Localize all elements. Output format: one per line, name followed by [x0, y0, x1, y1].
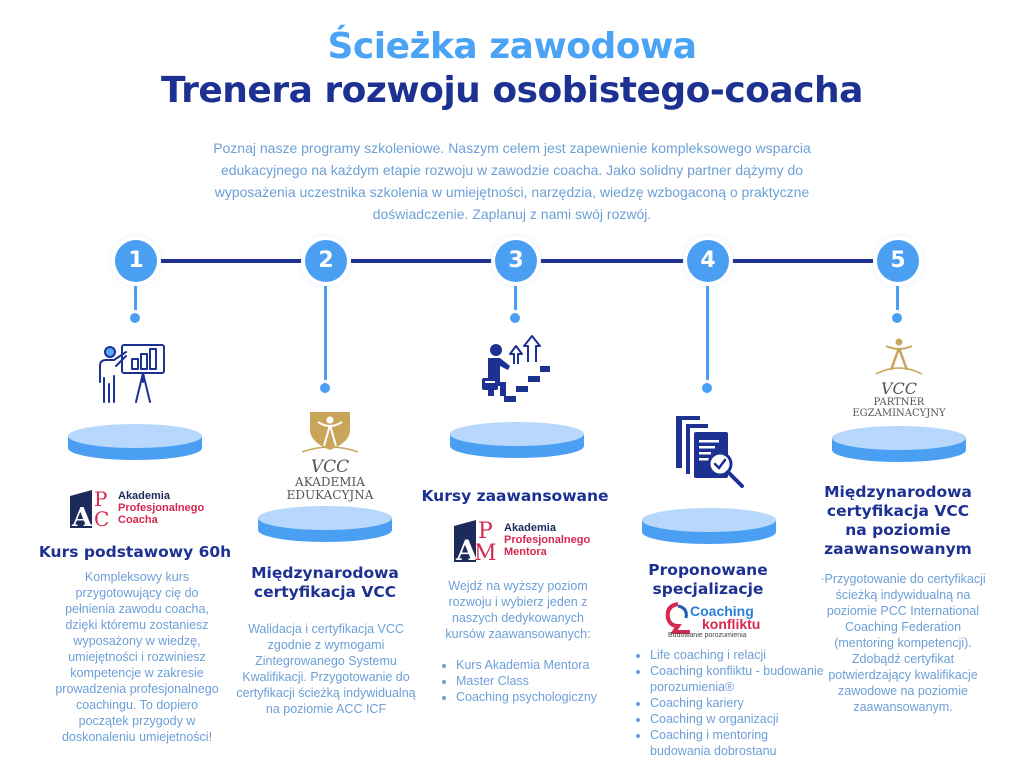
svg-text:M: M	[474, 541, 497, 562]
step-4-title: Proponowane specjalizacje	[648, 561, 768, 598]
head-silhouette-icon	[665, 602, 690, 634]
svg-text:A: A	[455, 534, 479, 562]
step-5-description: ·Przygotowanie do certyfikacji ścieżką i…	[820, 572, 986, 714]
podium-platform-1	[68, 424, 202, 460]
step-4-badge: 4	[687, 240, 729, 282]
list-item: Life coaching i relacji	[650, 647, 830, 663]
page-title-line2: Trenera rozwoju osobistego-coacha	[161, 70, 863, 111]
career-stairs-icon	[482, 335, 550, 402]
vcc-akademia-logo: VCC AKADEMIA EDUKACYJNA	[280, 408, 380, 502]
step-1-title: Kurs podstawowy 60h	[38, 543, 232, 561]
vcc-logo-line2: AKADEMIA	[295, 475, 365, 489]
step-3-connector-dot	[510, 313, 520, 323]
step-5-connector-dot	[892, 313, 902, 323]
step-3-course-list: Kurs Akademia Mentora Master Class Coach…	[438, 657, 646, 705]
step-3-connector	[514, 270, 517, 318]
coaching-konfliktu-line2: konfliktu	[702, 616, 761, 632]
vcc-partner-line3: EGZAMINACYJNY	[852, 408, 946, 419]
step-2-connector-dot	[320, 383, 330, 393]
apc-logo-line3: Coacha	[118, 514, 158, 526]
step-1-connector-dot	[130, 313, 140, 323]
apm-logo-text: Akademia Profesjonalnego Mentora	[504, 522, 590, 558]
podium-platform-2	[258, 506, 392, 542]
list-item: Coaching kariery	[650, 695, 830, 711]
step-1-connector	[134, 270, 137, 318]
coaching-konfliktu-line1: Coaching	[690, 603, 754, 619]
list-item: Coaching i mentoring budowania dobrostan…	[650, 727, 830, 759]
step-5-badge: 5	[877, 240, 919, 282]
page-title-line1: Ścieżka zawodowa	[327, 26, 697, 67]
coaching-konfliktu-logo: Coaching konfliktu Budowanie porozumieni…	[664, 602, 764, 642]
step-3-title: Kursy zaawansowane	[421, 487, 609, 505]
presentation-board-icon	[99, 344, 165, 403]
list-item: Coaching konfliktu - budowanie porozumie…	[650, 663, 830, 695]
apc-logo-line2: Profesjonalnego	[118, 502, 205, 514]
apc-logo-text: Akademia Profesjonalnego Coacha	[118, 490, 204, 526]
svg-text:P: P	[478, 519, 493, 544]
podium-platform-4	[642, 508, 776, 544]
apc-logo: A P C Akademia Profesjonalnego Coacha	[68, 488, 204, 528]
vcc-partner-line1: VCC	[880, 379, 918, 398]
vcc-figure-icon	[875, 338, 923, 375]
step-3-badge: 3	[495, 240, 537, 282]
apm-logo-mark: A P M	[454, 519, 497, 562]
vcc-partner-logo: VCC PARTNER EGZAMINACYJNY	[846, 336, 952, 419]
step-3-description: Wejdź na wyższy poziom rozwoju i wybierz…	[445, 579, 591, 641]
vcc-figure-icon	[301, 412, 359, 453]
vcc-logo-line3: EDUKACYJNA	[286, 488, 374, 502]
step-4-connector-dot	[702, 383, 712, 393]
svg-text:A: A	[71, 503, 93, 528]
podium-platform-3	[450, 422, 584, 458]
apc-logo-line1: Akademia	[118, 490, 170, 502]
list-item: Kurs Akademia Mentora	[456, 657, 646, 673]
step-1-description: Kompleksowy kurs przygotowujący cię do p…	[55, 570, 219, 744]
svg-text:C: C	[94, 507, 109, 528]
step-2-description: Walidacja i certyfikacja VCC zgodnie z w…	[236, 622, 416, 716]
step-4-specialization-list: Life coaching i relacji Coaching konflik…	[632, 647, 830, 759]
apm-logo-line3: Mentora	[504, 546, 547, 558]
step-5-title: Międzynarodowa certyfikacja VCC na pozio…	[824, 483, 972, 558]
apc-logo-mark: A P C	[70, 488, 109, 528]
vcc-logo-line1: VCC	[310, 457, 350, 477]
apm-logo-line2: Profesjonalnego	[504, 534, 591, 546]
intro-paragraph: Poznaj nasze programy szkoleniowe. Naszy…	[213, 140, 811, 222]
coaching-konfliktu-tagline: Budowanie porozumienia	[668, 632, 747, 639]
list-item: Coaching w organizacji	[650, 711, 830, 727]
step-4-connector	[706, 270, 709, 388]
step-5-connector	[896, 270, 899, 318]
step-2-badge: 2	[305, 240, 347, 282]
list-item: Coaching psychologiczny	[456, 689, 646, 705]
apm-logo: A P M Akademia Profesjonalnego Mentora	[452, 518, 590, 562]
list-item: Master Class	[456, 673, 646, 689]
step-1-badge: 1	[115, 240, 157, 282]
svg-text:P: P	[94, 488, 107, 511]
step-2-connector	[324, 270, 327, 388]
apm-logo-line1: Akademia	[504, 522, 556, 534]
documents-search-icon	[676, 416, 744, 488]
vcc-partner-line2: PARTNER	[873, 397, 925, 408]
podium-platform-5	[832, 426, 966, 462]
step-2-title: Międzynarodowa certyfikacja VCC	[251, 564, 399, 601]
